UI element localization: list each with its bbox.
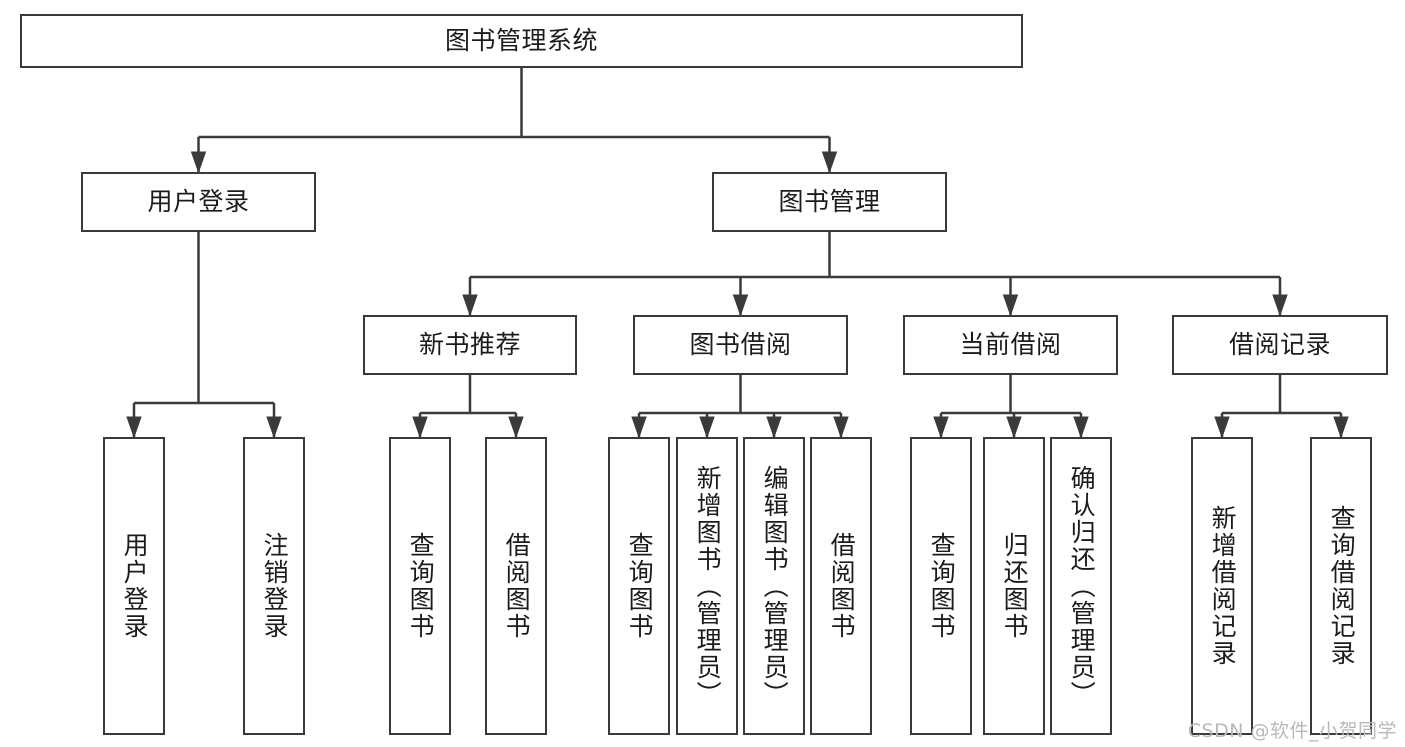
node-label: 查询图书 bbox=[625, 532, 655, 640]
node-label: 归还图书 bbox=[1000, 532, 1030, 640]
node-leaf-query-book-1[interactable]: 查询图书 bbox=[389, 437, 451, 735]
node-current-borrow[interactable]: 当前借阅 bbox=[903, 315, 1118, 375]
node-label: 借阅记录 bbox=[1228, 330, 1331, 360]
arrowhead-icon bbox=[126, 416, 142, 439]
arrowhead-icon bbox=[732, 294, 749, 317]
node-leaf-borrow-book-1[interactable]: 借阅图书 bbox=[485, 437, 547, 735]
arrowhead-icon bbox=[821, 151, 838, 174]
arrowhead-icon bbox=[462, 294, 478, 317]
arrowhead-icon bbox=[1333, 416, 1349, 439]
node-label: 注销登录 bbox=[260, 532, 290, 640]
node-label: 新增借阅记录 bbox=[1208, 505, 1238, 667]
node-label: 新增图书（管理员） bbox=[693, 464, 723, 708]
node-label: 用户登录 bbox=[147, 187, 250, 217]
arrowhead-icon bbox=[1006, 416, 1022, 439]
node-leaf-query-book-2[interactable]: 查询图书 bbox=[608, 437, 670, 735]
arrowhead-icon bbox=[266, 416, 282, 439]
node-leaf-query-record[interactable]: 查询借阅记录 bbox=[1310, 437, 1372, 735]
node-leaf-user-logout[interactable]: 注销登录 bbox=[243, 437, 305, 735]
node-leaf-confirm-return[interactable]: 确认归还（管理员） bbox=[1050, 437, 1112, 735]
arrowhead-icon bbox=[1214, 416, 1230, 439]
node-label: 借阅图书 bbox=[827, 532, 857, 640]
node-label: 编辑图书（管理员） bbox=[760, 464, 790, 708]
node-root[interactable]: 图书管理系统 bbox=[20, 14, 1023, 68]
arrowhead-icon bbox=[1002, 294, 1019, 317]
arrowhead-icon bbox=[1272, 294, 1288, 317]
node-book-manage[interactable]: 图书管理 bbox=[712, 172, 947, 232]
node-label: 确认归还（管理员） bbox=[1067, 464, 1097, 708]
node-leaf-edit-book[interactable]: 编辑图书（管理员） bbox=[743, 437, 805, 735]
node-leaf-return-book[interactable]: 归还图书 bbox=[983, 437, 1045, 735]
node-leaf-user-login[interactable]: 用户登录 bbox=[103, 437, 165, 735]
watermark: CSDN @软件_小贺同学 bbox=[1187, 720, 1397, 742]
node-leaf-borrow-book-2[interactable]: 借阅图书 bbox=[810, 437, 872, 735]
node-borrow-record[interactable]: 借阅记录 bbox=[1172, 315, 1388, 375]
arrowhead-icon bbox=[699, 416, 715, 439]
node-label: 图书管理系统 bbox=[444, 26, 598, 56]
node-book-borrow[interactable]: 图书借阅 bbox=[633, 315, 848, 375]
arrowhead-icon bbox=[833, 416, 849, 439]
node-new-book-recommend[interactable]: 新书推荐 bbox=[363, 315, 577, 375]
node-label: 图书管理 bbox=[778, 187, 881, 217]
arrowhead-icon bbox=[766, 416, 782, 439]
node-label: 当前借阅 bbox=[959, 330, 1062, 360]
arrowhead-icon bbox=[190, 151, 207, 174]
node-leaf-add-book[interactable]: 新增图书（管理员） bbox=[676, 437, 738, 735]
arrowhead-icon bbox=[1073, 416, 1089, 439]
arrowhead-icon bbox=[933, 416, 949, 439]
arrowhead-icon bbox=[412, 416, 428, 439]
node-label: 查询借阅记录 bbox=[1327, 505, 1357, 667]
node-label: 借阅图书 bbox=[502, 532, 532, 640]
node-label: 查询图书 bbox=[927, 532, 957, 640]
arrowhead-icon bbox=[631, 416, 647, 439]
node-leaf-add-record[interactable]: 新增借阅记录 bbox=[1191, 437, 1253, 735]
node-label: 用户登录 bbox=[120, 532, 150, 640]
node-leaf-query-book-3[interactable]: 查询图书 bbox=[910, 437, 972, 735]
node-label: 新书推荐 bbox=[418, 330, 521, 360]
arrowhead-icon bbox=[508, 416, 524, 439]
node-user-login[interactable]: 用户登录 bbox=[81, 172, 316, 232]
node-label: 图书借阅 bbox=[689, 330, 792, 360]
node-label: 查询图书 bbox=[406, 532, 436, 640]
